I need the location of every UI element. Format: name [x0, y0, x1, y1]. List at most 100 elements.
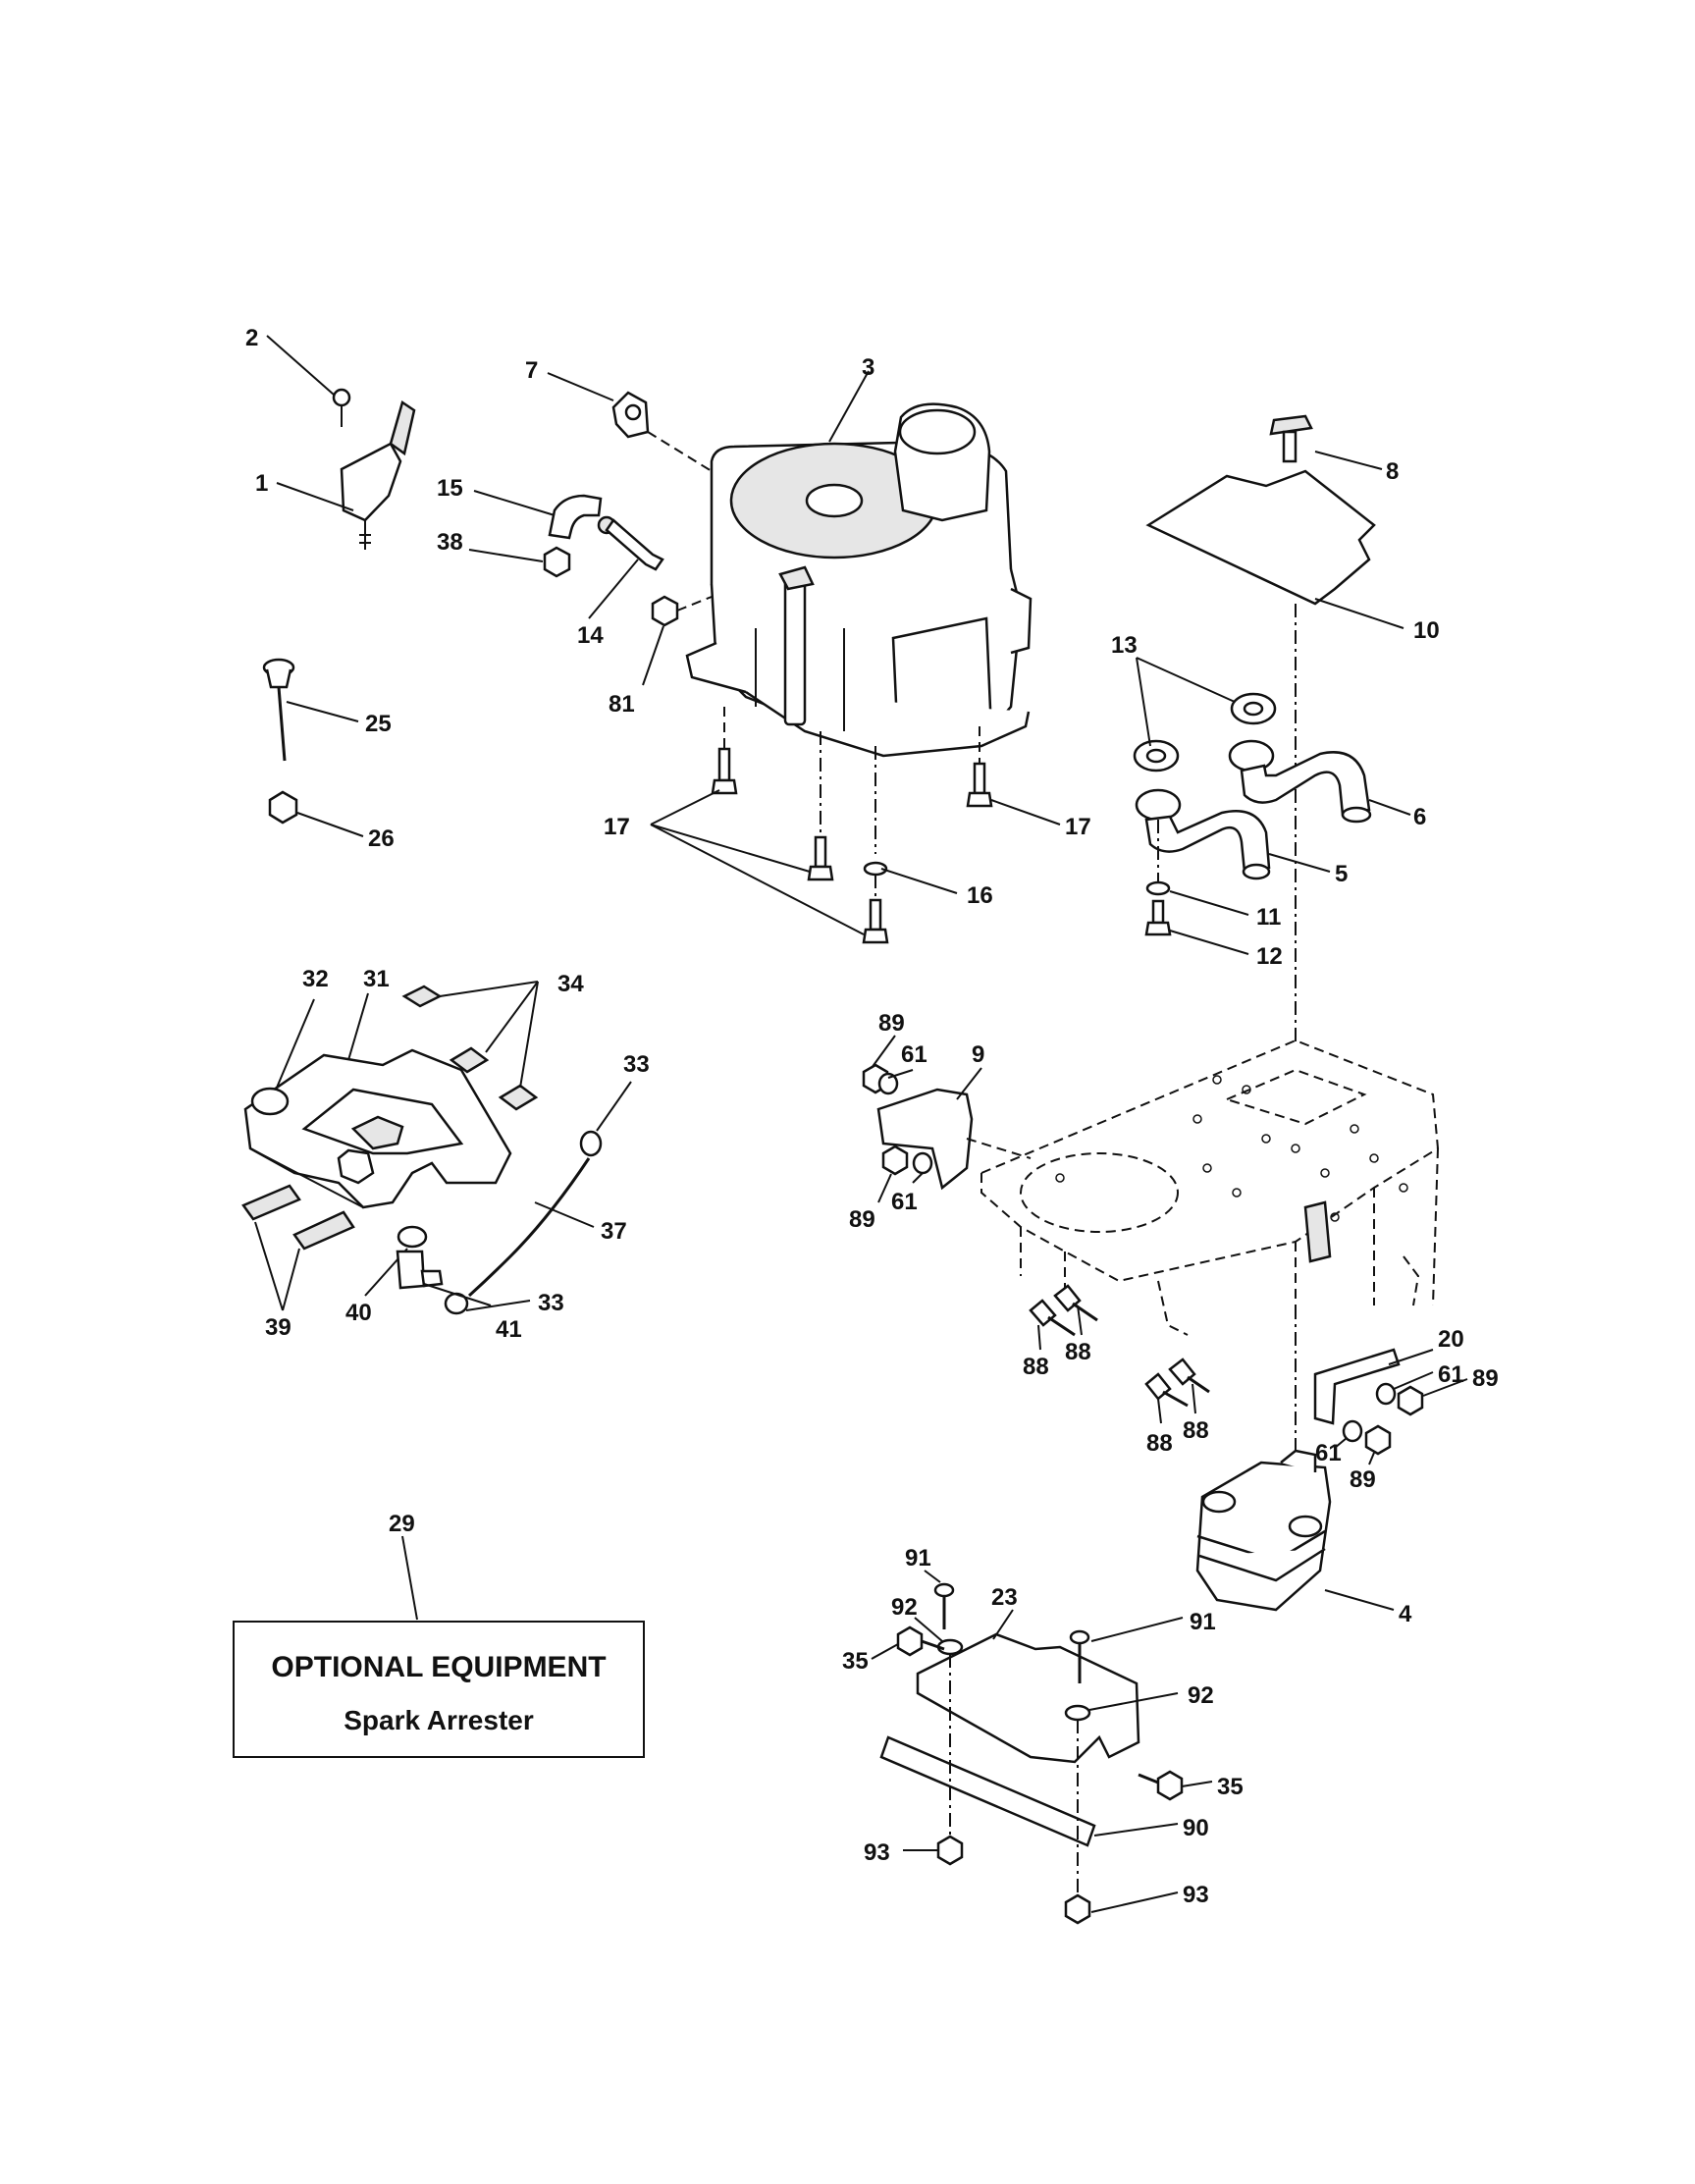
- leader-89-b: [877, 1173, 892, 1203]
- bolts-part-88: [1029, 1284, 1210, 1408]
- callout-11: 11: [1256, 904, 1281, 931]
- fuel-elbow-part-15: [548, 494, 616, 540]
- cover-part-23: [916, 1632, 1140, 1764]
- callout-17-right: 17: [1065, 814, 1091, 840]
- callout-88-a: 88: [1023, 1354, 1049, 1380]
- fuel-tank-part-31: [243, 1048, 512, 1209]
- nuts-part-93: [936, 1835, 1091, 1925]
- leader-20: [1388, 1349, 1434, 1365]
- shield-part-10: [1145, 469, 1376, 606]
- leader-7: [547, 372, 614, 401]
- callout-34: 34: [557, 971, 584, 997]
- callout-17-dup: 17: [604, 814, 630, 840]
- callout-61-a: 61: [901, 1041, 927, 1068]
- optional-equipment-title: OPTIONAL EQUIPMENT: [271, 1651, 606, 1683]
- grommet-part-40: [397, 1225, 428, 1249]
- nut-part-89-b: [881, 1145, 909, 1176]
- washer-part-61-b: [912, 1151, 933, 1175]
- callout-61-b: 61: [891, 1189, 918, 1215]
- callout-88-b: 88: [1065, 1339, 1091, 1365]
- callout-13: 13: [1111, 632, 1138, 659]
- leader-15: [473, 490, 556, 516]
- plunger-part-25: [262, 658, 295, 762]
- valve-part-41: [396, 1250, 444, 1290]
- nut-part-81: [651, 595, 679, 627]
- leader-29: [401, 1535, 418, 1621]
- exhaust-pipe-part-6: [1228, 739, 1372, 824]
- optional-equipment-subtitle: Spark Arrester: [344, 1705, 534, 1735]
- callout-32: 32: [302, 966, 329, 992]
- leader-5: [1268, 853, 1331, 873]
- callout-labels: 1 2 3 4 5 6 7 8 9 10 11 12 13 14 15 16 1…: [245, 325, 1499, 1908]
- nut-part-38: [543, 546, 571, 578]
- callout-38: 38: [437, 529, 463, 556]
- nut-part-89-c: [1397, 1385, 1424, 1416]
- washer-part-11: [1145, 880, 1171, 896]
- leader-14: [588, 559, 639, 619]
- engine-part: [685, 402, 1033, 758]
- leader-33-top: [596, 1081, 632, 1132]
- leader-31: [347, 992, 369, 1061]
- callout-61-d: 61: [1315, 1440, 1342, 1466]
- callout-3: 3: [862, 354, 874, 381]
- bolts-part-91: [933, 1582, 1090, 1683]
- callout-93-right: 93: [1183, 1882, 1209, 1908]
- fuel-line-part-37: [467, 1157, 591, 1298]
- leader-3: [828, 370, 870, 443]
- leader-61-c: [1393, 1371, 1434, 1390]
- callout-16: 16: [967, 882, 993, 909]
- leader-17-right: [990, 799, 1061, 826]
- muffler-part-4: [1195, 1449, 1332, 1612]
- callout-92-left: 92: [891, 1594, 918, 1621]
- callout-41: 41: [496, 1316, 522, 1343]
- screws-part-35: [896, 1625, 1184, 1801]
- pads-part-39: [241, 1184, 355, 1251]
- hanger-part-20: [1313, 1348, 1401, 1425]
- callout-39: 39: [265, 1314, 291, 1341]
- exhaust-pipe-part-5: [1135, 788, 1271, 880]
- callout-26: 26: [368, 826, 395, 852]
- callout-92-right: 92: [1188, 1682, 1214, 1709]
- leader-89-d: [1368, 1452, 1375, 1465]
- callout-89-a: 89: [878, 1010, 905, 1037]
- clamp-part-33-top: [579, 1130, 603, 1157]
- callout-8: 8: [1386, 458, 1399, 485]
- callout-33-bottom: 33: [538, 1290, 564, 1316]
- leader-81: [642, 625, 664, 686]
- callout-7: 7: [525, 357, 538, 384]
- chassis-frame: [980, 1039, 1440, 1336]
- leader-25: [286, 701, 359, 722]
- callout-89-c: 89: [1472, 1365, 1499, 1392]
- leader-2: [266, 335, 335, 396]
- callout-35-right: 35: [1217, 1774, 1244, 1800]
- leader-41: [423, 1283, 492, 1306]
- callout-31: 31: [363, 966, 390, 992]
- leader-26: [296, 812, 364, 837]
- callout-20: 20: [1438, 1326, 1464, 1353]
- leader-9: [956, 1067, 982, 1100]
- leader-61-d: [1334, 1437, 1348, 1449]
- callout-15: 15: [437, 475, 463, 502]
- callout-37: 37: [601, 1218, 627, 1245]
- bolts-part-17: [711, 747, 993, 944]
- leader-12: [1169, 930, 1249, 955]
- washer-part-61-d: [1342, 1419, 1363, 1443]
- leader-33-bottom: [465, 1300, 531, 1311]
- callout-61-c: 61: [1438, 1361, 1464, 1388]
- callout-89-b: 89: [849, 1206, 875, 1233]
- callout-91-left: 91: [905, 1545, 931, 1571]
- callout-12: 12: [1256, 943, 1283, 970]
- cap-part-32: [250, 1087, 290, 1116]
- leader-61-b: [912, 1172, 924, 1184]
- washer-part-61-a: [877, 1072, 899, 1095]
- leader-90: [1093, 1823, 1179, 1837]
- callout-5: 5: [1335, 861, 1348, 887]
- leader-38: [468, 549, 544, 562]
- callout-91-right: 91: [1190, 1609, 1216, 1635]
- callout-2: 2: [245, 325, 258, 351]
- optional-equipment-box: OPTIONAL EQUIPMENT Spark Arrester: [233, 1621, 645, 1758]
- callout-81: 81: [609, 691, 635, 718]
- bracket-part-9: [876, 1088, 974, 1191]
- callout-35-left: 35: [842, 1648, 869, 1675]
